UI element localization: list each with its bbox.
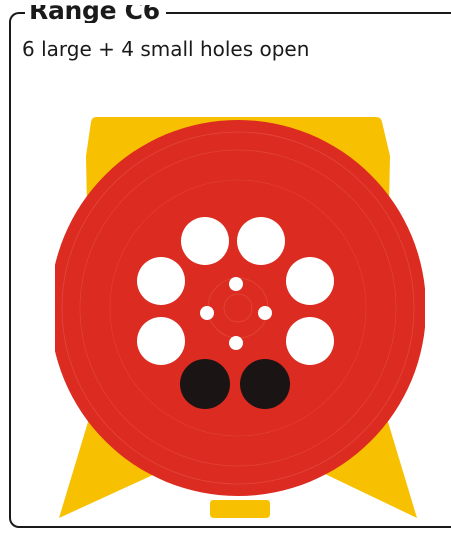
small-hole-open bbox=[258, 306, 272, 320]
panel-subtitle: 6 large + 4 small holes open bbox=[22, 36, 309, 62]
large-hole-closed bbox=[180, 359, 230, 409]
panel-title: Range C6 bbox=[25, 5, 166, 23]
small-hole-open bbox=[200, 306, 214, 320]
large-hole-open bbox=[237, 217, 285, 265]
large-hole-open bbox=[181, 217, 229, 265]
small-hole-open bbox=[229, 336, 243, 350]
small-hole-open bbox=[229, 277, 243, 291]
large-hole-open bbox=[286, 317, 334, 365]
large-hole-open bbox=[137, 257, 185, 305]
large-hole-closed bbox=[240, 359, 290, 409]
large-hole-open bbox=[137, 317, 185, 365]
large-hole-open bbox=[286, 257, 334, 305]
valve-device-illustration bbox=[55, 112, 425, 530]
dial-disc bbox=[55, 120, 425, 496]
